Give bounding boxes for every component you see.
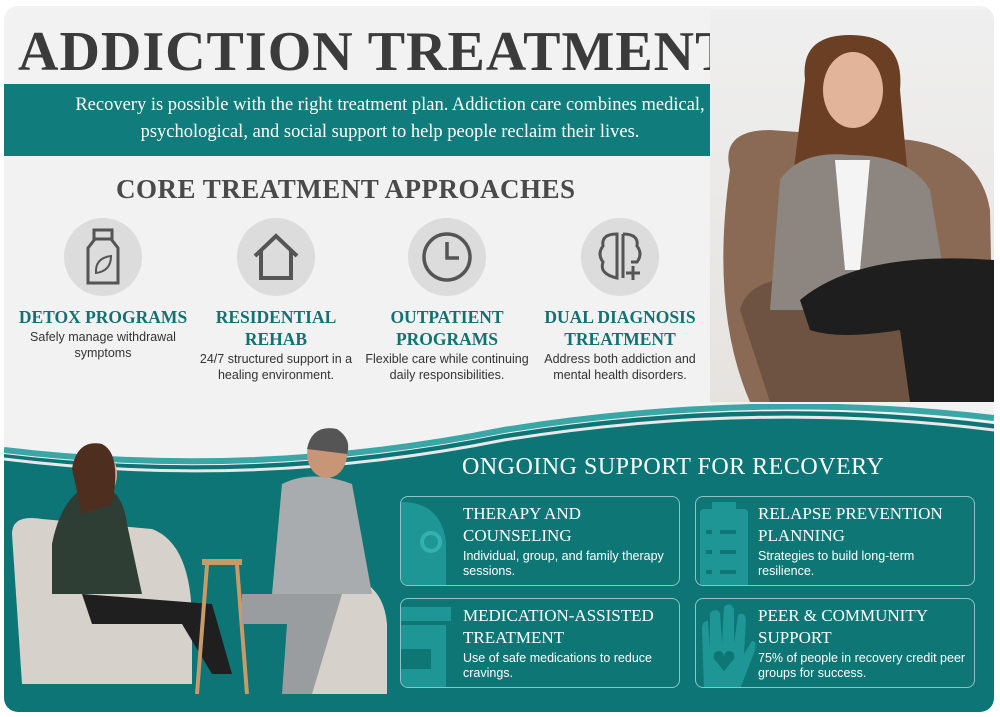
- approach-dual-diagnosis: DUAL DIAGNOSIS TREATMENT Address both ad…: [535, 218, 705, 383]
- card-desc: 75% of people in recovery credit peer gr…: [758, 651, 966, 680]
- approach-desc: Flexible care while continuing daily res…: [365, 352, 529, 382]
- brain-plus-icon: [598, 232, 642, 280]
- support-card-peer: PEER & COMMUNITY SUPPORT 75% of people i…: [695, 598, 975, 688]
- card-title: RELAPSE PREVENTION PLANNING: [758, 504, 943, 545]
- infographic: ADDICTION TREATMENT Recovery is possible…: [4, 6, 994, 712]
- pill-bottle-icon: [401, 607, 451, 687]
- card-title: PEER & COMMUNITY SUPPORT: [758, 606, 928, 647]
- card-desc: Individual, group, and family therapy se…: [463, 549, 664, 578]
- support-card-therapy: THERAPY AND COUNSELING Individual, group…: [400, 496, 680, 586]
- intro-text: Recovery is possible with the right trea…: [75, 95, 705, 142]
- card-desc: Use of safe medications to reduce cravin…: [463, 651, 652, 680]
- card-title: MEDICATION-ASSISTED TREATMENT: [463, 606, 654, 647]
- bottle-leaf-icon: [86, 228, 120, 285]
- approach-title: RESIDENTIAL REHAB: [215, 307, 337, 349]
- approach-desc: Address both addiction and mental health…: [544, 352, 696, 382]
- card-title: THERAPY AND COUNSELING: [463, 504, 581, 545]
- clock-icon: [422, 232, 472, 282]
- approach-title: OUTPATIENT PROGRAMS: [390, 307, 504, 349]
- core-heading: CORE TREATMENT APPROACHES: [116, 174, 576, 204]
- approach-desc: Safely manage withdrawal symptoms: [30, 330, 176, 360]
- approach-title: DUAL DIAGNOSIS TREATMENT: [544, 307, 696, 349]
- chair-icon: [401, 502, 446, 585]
- page-title: ADDICTION TREATMENT: [18, 21, 734, 83]
- approach-detox: DETOX PROGRAMS Safely manage withdrawal …: [18, 218, 188, 361]
- approach-title: DETOX PROGRAMS: [18, 307, 188, 327]
- intro-band: [4, 84, 764, 156]
- support-card-relapse: RELAPSE PREVENTION PLANNING Strategies t…: [695, 496, 975, 586]
- checklist-icon: [700, 502, 748, 585]
- support-heading: ONGOING SUPPORT FOR RECOVERY: [462, 454, 885, 480]
- support-card-medication: MEDICATION-ASSISTED TREATMENT Use of saf…: [400, 598, 680, 688]
- approach-residential: RESIDENTIAL REHAB 24/7 structured suppor…: [191, 218, 361, 383]
- photo-woman-in-armchair: [710, 10, 994, 402]
- approach-desc: 24/7 structured support in a healing env…: [199, 352, 353, 382]
- hand-heart-icon: [702, 604, 756, 687]
- photo-counseling-session: [12, 428, 387, 695]
- house-icon: [253, 233, 299, 280]
- approach-outpatient: OUTPATIENT PROGRAMS Flexible care while …: [362, 218, 532, 383]
- card-desc: Strategies to build long-term resilience…: [758, 549, 915, 578]
